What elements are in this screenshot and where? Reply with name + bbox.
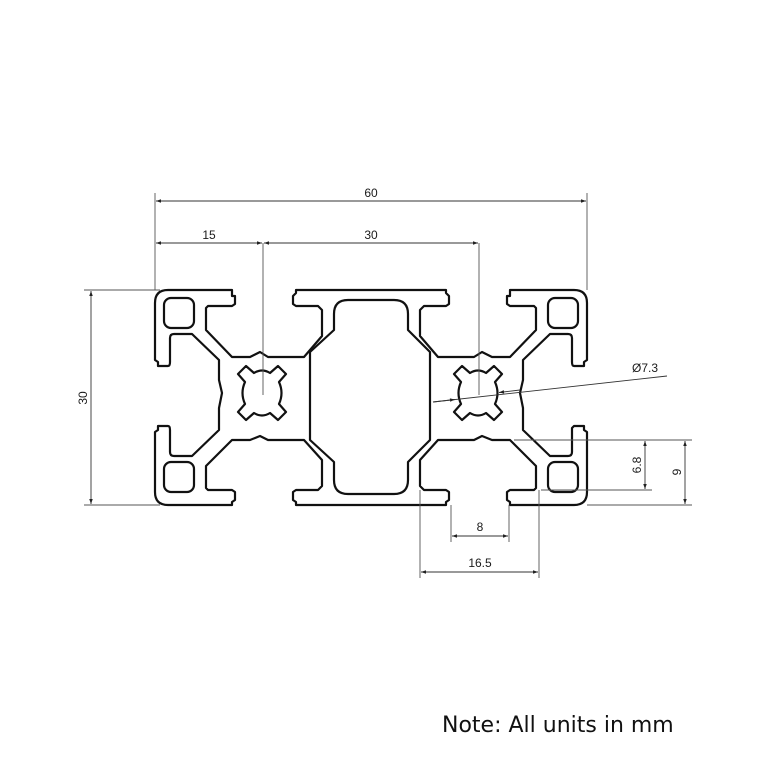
core-bore-left (236, 364, 288, 422)
dimension-overall-width: 60 (154, 186, 588, 290)
dimension-slot-spacing: 30 (264, 228, 478, 245)
dim-label-16-5: 16.5 (468, 556, 492, 570)
profile-cross-section (153, 243, 589, 507)
dim-label-8: 8 (477, 520, 484, 534)
dimension-slot-opening: 8 (450, 505, 510, 542)
dimension-slot-depth: 6.8 9 (514, 439, 692, 506)
core-bore-right (452, 364, 504, 422)
dim-label-15: 15 (202, 228, 216, 242)
dim-label-30-vertical: 30 (76, 391, 90, 405)
corner-cavity-top-left (162, 296, 196, 330)
units-note: Note: All units in mm (442, 713, 674, 738)
dim-label-60: 60 (364, 186, 378, 200)
profile-outer-contour (153, 288, 589, 507)
dimension-slot-inner-width: 16.5 (419, 490, 540, 578)
dimension-center-bore: Ø7.3 (432, 361, 668, 403)
dim-label-30-horizontal: 30 (364, 228, 378, 242)
dimension-slot-center: 15 (156, 228, 262, 245)
center-cavity (308, 298, 432, 496)
corner-cavity-top-right (546, 296, 580, 330)
dimension-overall-height: 30 (76, 289, 160, 506)
dim-label-6-8: 6.8 (630, 456, 644, 473)
dim-label-bore-diameter: Ø7.3 (632, 361, 658, 375)
corner-cavity-bottom-left (162, 460, 196, 494)
corner-cavity-bottom-right (546, 460, 580, 494)
dim-label-9: 9 (670, 468, 684, 475)
